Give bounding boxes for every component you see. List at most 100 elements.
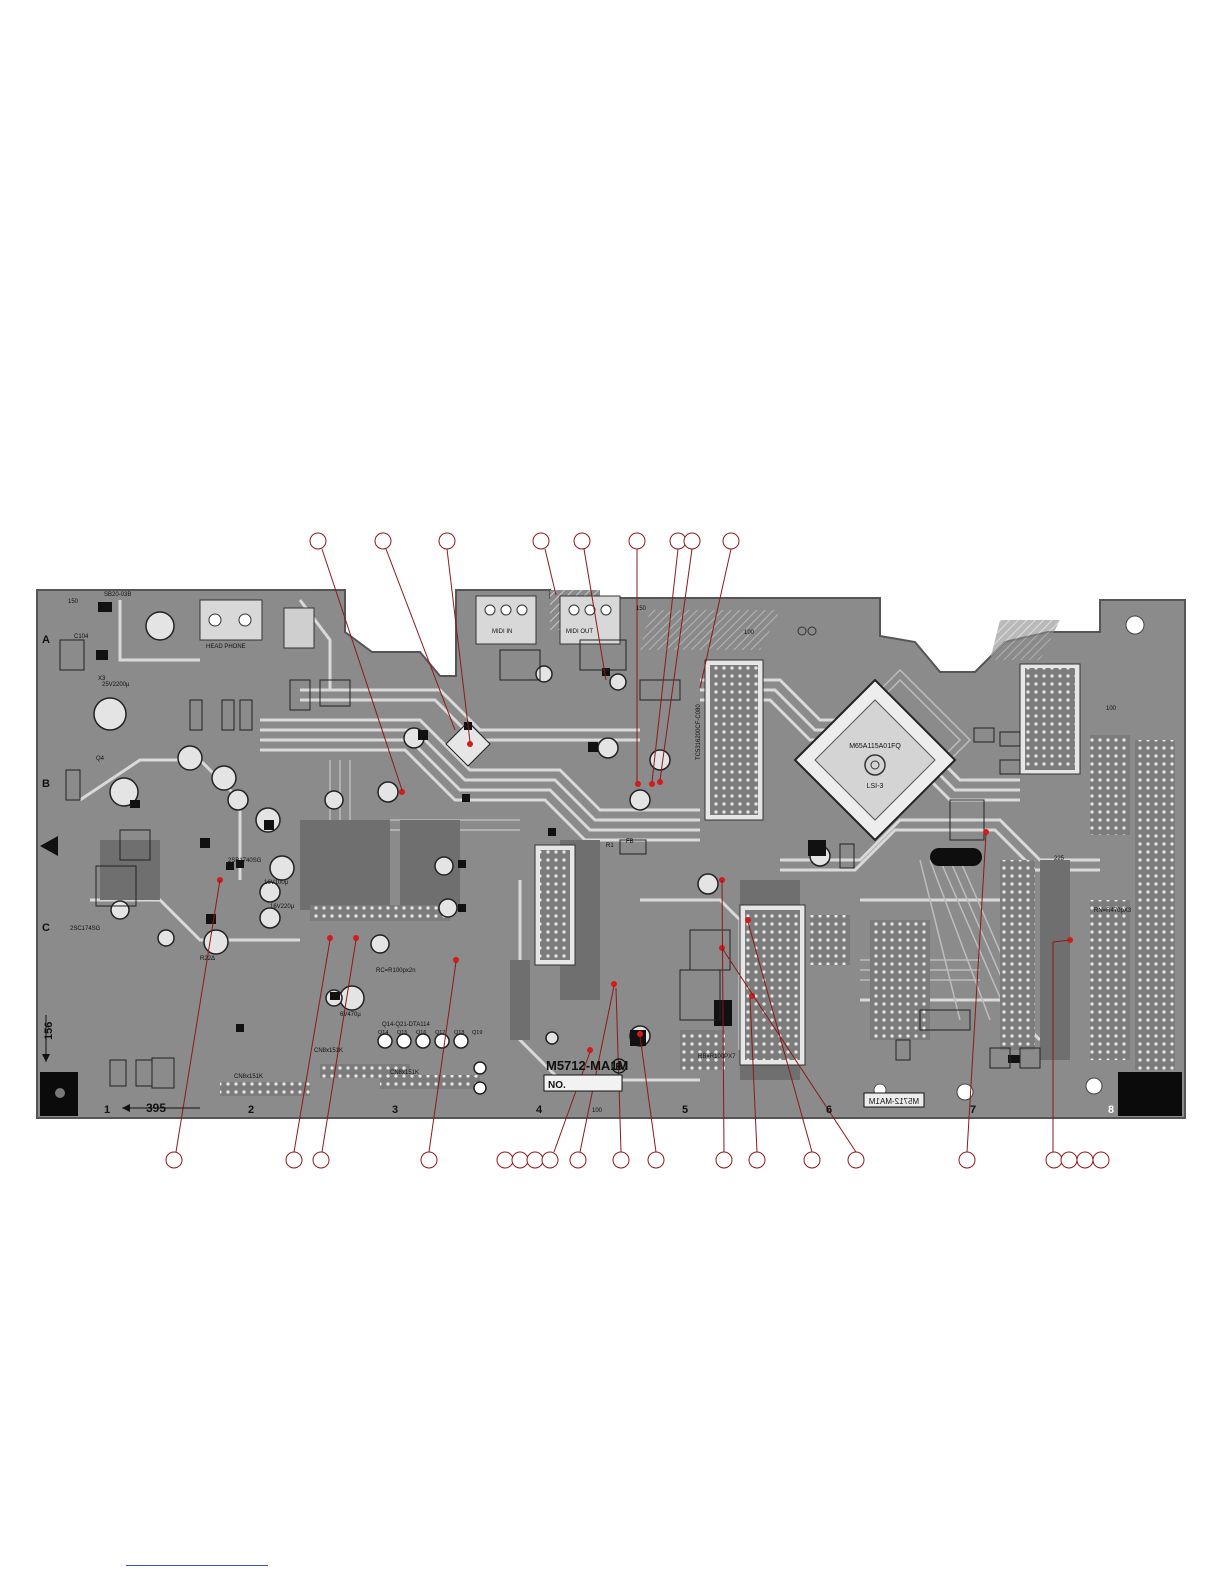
label-cn-1: CN8x151K bbox=[234, 1074, 263, 1080]
bottom-callout-12 bbox=[715, 1151, 733, 1169]
label-c104: C104 bbox=[74, 634, 89, 640]
label-cap-2: 16V220µ bbox=[270, 904, 295, 910]
dimension-horizontal-value: 395 bbox=[146, 1101, 166, 1115]
bottom-callout-7 bbox=[526, 1151, 544, 1169]
board-number-label: NO. bbox=[548, 1080, 566, 1091]
label-transistor-2: 2SC174SG bbox=[70, 926, 101, 932]
bottom-callout-2 bbox=[285, 1151, 303, 1169]
connectors bbox=[40, 595, 1182, 1116]
grid-col-3: 3 bbox=[392, 1104, 398, 1116]
bottom-callout-15 bbox=[847, 1151, 865, 1169]
label-q19: Q19 bbox=[472, 1030, 482, 1036]
label-x3: X3 bbox=[98, 676, 106, 682]
label-r22: R22Δ bbox=[200, 956, 215, 962]
label-rn-array: RN=R470pX3 bbox=[1094, 908, 1132, 914]
board-mirror-label: M5712-MA1M bbox=[869, 1097, 920, 1106]
label-head-phone: HEAD PHONE bbox=[206, 644, 246, 650]
lsi-name-label: LSI-3 bbox=[867, 783, 884, 790]
grid-col-1: 1 bbox=[104, 1104, 110, 1116]
top-callout-1 bbox=[309, 532, 327, 550]
grid-row-b: B bbox=[42, 778, 50, 790]
label-cap-1: 25V2200µ bbox=[102, 682, 130, 688]
top-callout-4 bbox=[532, 532, 550, 550]
top-callout-5 bbox=[573, 532, 591, 550]
grid-col-7: 7 bbox=[970, 1104, 976, 1116]
warning-mark bbox=[40, 836, 58, 856]
callouts-top bbox=[309, 532, 740, 550]
label-q18: Q18 bbox=[454, 1030, 464, 1036]
top-callout-2 bbox=[374, 532, 392, 550]
lsi-part-label: M65A115A01FQ bbox=[849, 743, 901, 750]
bottom-callout-19 bbox=[1076, 1151, 1094, 1169]
top-callout-3 bbox=[438, 532, 456, 550]
label-cap-4: 6V470µ bbox=[340, 1012, 361, 1018]
label-q16: Q16 bbox=[416, 1030, 426, 1036]
board-model-block: M5712-MA1M B NO. M5712-MA1M bbox=[543, 1058, 925, 1108]
grid-row-c: C bbox=[42, 922, 50, 934]
silkscreen-labels: MIDI IN MIDI OUT HEAD PHONE SB20-03B C10… bbox=[68, 592, 1132, 1114]
bottom-callout-16 bbox=[958, 1151, 976, 1169]
label-q17: Q17 bbox=[435, 1030, 445, 1036]
label-225: 225 bbox=[1054, 856, 1065, 862]
callout-leaders-bottom bbox=[175, 833, 1071, 1153]
top-callout-8 bbox=[683, 532, 701, 550]
label-q15: Q15 bbox=[397, 1030, 407, 1036]
label-q14: Q14 bbox=[378, 1030, 388, 1036]
label-rb-array: RB=R100PX7 bbox=[698, 1054, 736, 1060]
label-q-group: Q14-Q21-DTA114 bbox=[382, 1022, 430, 1028]
dimension-horizontal: 395 bbox=[122, 1101, 200, 1115]
ic-packages bbox=[220, 659, 1175, 1096]
grid-col-2: 2 bbox=[248, 1104, 254, 1116]
bottom-callout-13 bbox=[748, 1151, 766, 1169]
grid-row-a: A bbox=[42, 634, 50, 646]
dimension-vertical-value: 156 bbox=[43, 1022, 55, 1040]
footer-rule bbox=[126, 1565, 268, 1566]
grid-col-8: 8 bbox=[1108, 1104, 1114, 1116]
board-model-label: M5712-MA1M bbox=[546, 1058, 628, 1073]
grid-column-labels: 1 2 3 4 5 6 7 8 bbox=[104, 1104, 1114, 1116]
top-callout-6 bbox=[628, 532, 646, 550]
bottom-callout-10 bbox=[612, 1151, 630, 1169]
smd-outlines bbox=[59, 639, 1041, 1089]
label-r1: R1 bbox=[606, 843, 614, 849]
label-100-b: 100 bbox=[1106, 706, 1117, 712]
grid-col-6: 6 bbox=[826, 1104, 832, 1116]
bottom-callout-11 bbox=[647, 1151, 665, 1169]
label-sb-diode: SB20-03B bbox=[104, 592, 131, 598]
grid-row-labels: A B C bbox=[42, 634, 50, 934]
label-cap-3: 16V100µ bbox=[264, 880, 289, 886]
label-cn-2: CN8x151K bbox=[314, 1048, 343, 1054]
bottom-callout-20 bbox=[1092, 1151, 1110, 1169]
bottom-callout-5 bbox=[496, 1151, 514, 1169]
label-150-b: 150 bbox=[636, 606, 647, 612]
dimension-vertical: 156 bbox=[42, 1015, 55, 1062]
label-rc-array: RC=R100px2n bbox=[376, 968, 416, 974]
bottom-callout-17 bbox=[1045, 1151, 1063, 1169]
label-midi-in: MIDI IN bbox=[492, 629, 512, 635]
label-cn-3: CN8x151K bbox=[390, 1070, 419, 1076]
grid-col-4: 4 bbox=[536, 1104, 543, 1116]
board-model-suffix: B bbox=[615, 1062, 622, 1073]
bottom-callout-9 bbox=[569, 1151, 587, 1169]
bottom-callout-1 bbox=[165, 1151, 183, 1169]
bottom-callout-14 bbox=[803, 1151, 821, 1169]
bottom-callout-4 bbox=[420, 1151, 438, 1169]
label-fb: FB bbox=[626, 839, 634, 845]
label-q4: Q4 bbox=[96, 756, 105, 762]
top-callout-9 bbox=[722, 532, 740, 550]
label-transistor-1: 2SB1740SG bbox=[228, 858, 262, 864]
label-100-c: 100 bbox=[592, 1108, 603, 1114]
pin-headers bbox=[377, 1033, 487, 1095]
bottom-callout-6 bbox=[511, 1151, 529, 1169]
callout-leaders-top bbox=[321, 548, 732, 791]
label-ram-chip: TC5316200CF-C080 bbox=[696, 704, 702, 760]
bottom-callout-8 bbox=[541, 1151, 559, 1169]
label-150-a: 150 bbox=[68, 599, 79, 605]
bottom-callout-3 bbox=[312, 1151, 330, 1169]
bottom-callout-18 bbox=[1060, 1151, 1078, 1169]
label-100-a: 100 bbox=[744, 630, 755, 636]
callouts-bottom bbox=[165, 1151, 1110, 1169]
main-lsi: M65A115A01FQ LSI-3 bbox=[793, 678, 957, 842]
grid-col-5: 5 bbox=[682, 1104, 688, 1116]
